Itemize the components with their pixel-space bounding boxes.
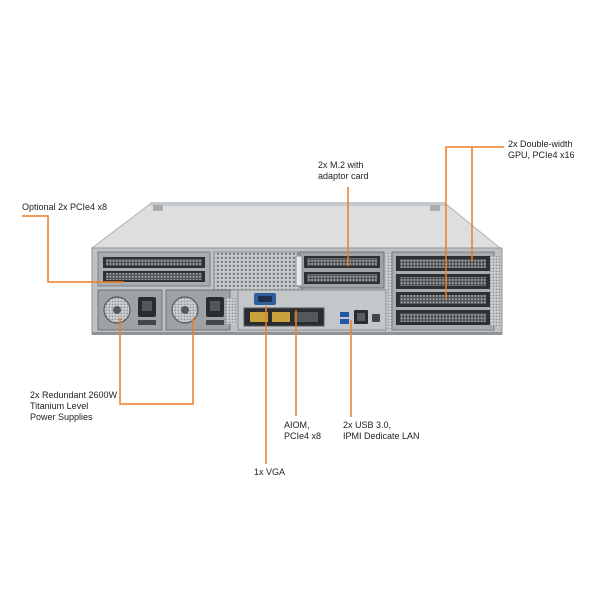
chassis-top-edge <box>150 202 446 206</box>
callout-m2-line-1: 2x M.2 with <box>318 160 364 170</box>
callout-usb: 2x USB 3.0, IPMI Dedicate LAN <box>343 420 420 442</box>
callout-aiom-line-1: AIOM, <box>284 420 310 430</box>
power-supply-1 <box>97 289 163 331</box>
rear-side-vent <box>490 256 500 326</box>
leader-psu <box>119 318 194 405</box>
callout-psu-line-3: Power Supplies <box>30 412 93 422</box>
callout-m2: 2x M.2 with adaptor card <box>318 160 369 182</box>
callout-pcie: Optional 2x PCIe4 x8 <box>22 202 107 213</box>
chassis-bottom-edge <box>92 332 502 335</box>
callout-gpu-line-2: GPU, PCIe4 x16 <box>508 150 575 160</box>
leader-lines <box>22 146 504 464</box>
callout-gpu: 2x Double-width GPU, PCIe4 x16 <box>508 139 575 161</box>
leader-pcie <box>22 215 124 283</box>
callout-aiom-line-2: PCIe4 x8 <box>284 431 322 441</box>
ipmi-lan-port <box>354 310 368 324</box>
callout-vga-line-1: 1x VGA <box>254 467 286 477</box>
callout-gpu-line-1: 2x Double-width <box>508 139 573 149</box>
center-vent-grille <box>213 251 305 291</box>
callout-m2-line-2: adaptor card <box>318 171 369 181</box>
callout-aiom: AIOM, PCIe4 x8 <box>284 420 321 442</box>
callout-psu-line-1: 2x Redundant 2600W <box>30 390 118 400</box>
right-vent-grille <box>386 252 392 330</box>
callout-psu-line-2: Titanium Level <box>30 401 89 411</box>
callout-vga: 1x VGA <box>254 467 285 478</box>
callout-psu: 2x Redundant 2600W Titanium Level Power … <box>30 390 117 423</box>
aiom-slot <box>243 307 325 327</box>
power-supply-2 <box>165 289 231 331</box>
usb-ports <box>340 312 349 324</box>
callout-usb-line-2: IPMI Dedicate LAN <box>343 431 420 441</box>
callout-usb-line-1: 2x USB 3.0, <box>343 420 392 430</box>
vga-port <box>254 293 276 305</box>
leader-gpu <box>445 146 504 299</box>
callout-pcie-line-1: Optional 2x PCIe4 x8 <box>22 202 108 212</box>
